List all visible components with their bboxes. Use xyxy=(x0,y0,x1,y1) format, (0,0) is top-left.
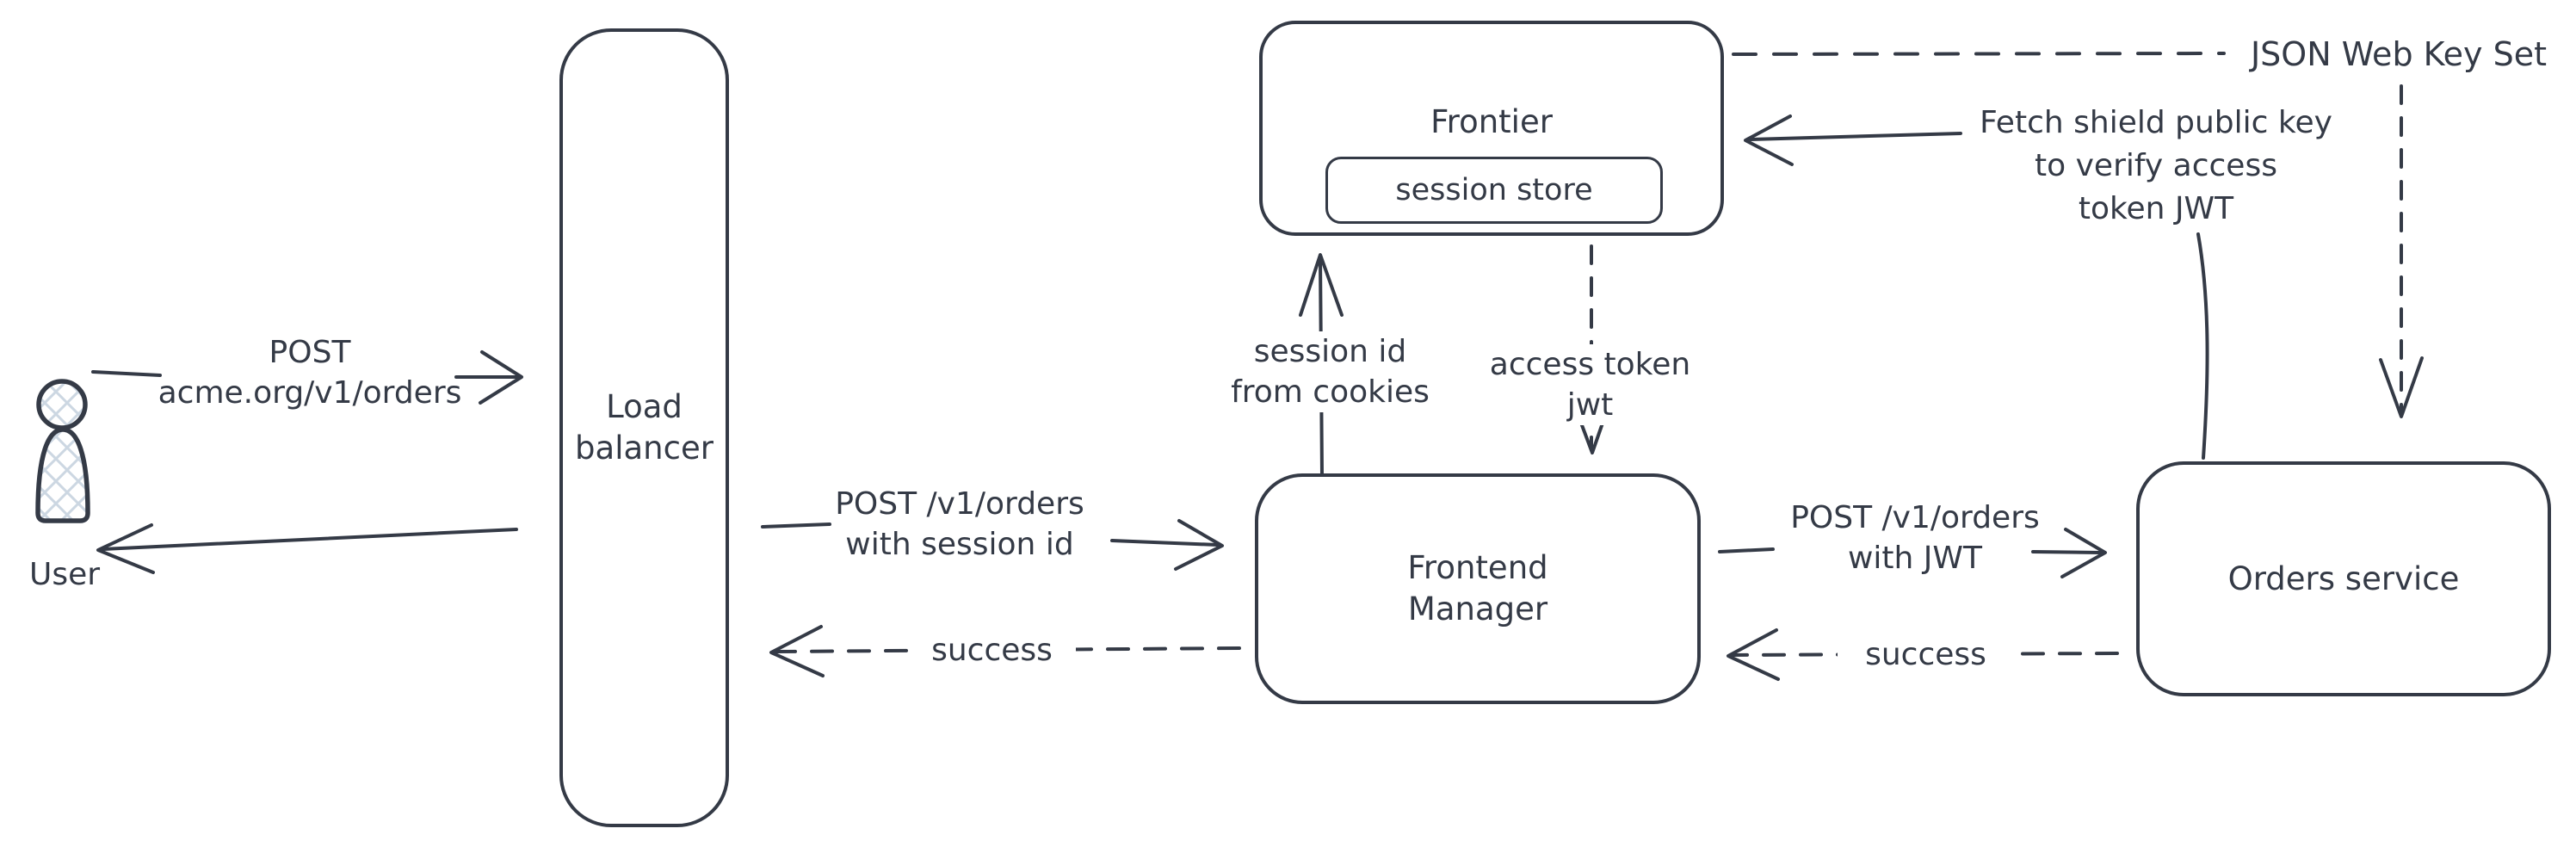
edge-label-fetch-shield-key: Fetch shield public key to verify access… xyxy=(1980,105,2332,226)
edge-label-post-orders-jwt: POST /v1/orders with JWT xyxy=(1790,500,2040,576)
arrow-orders-to-frontier xyxy=(1744,114,2209,460)
frontier-label: Frontier xyxy=(1430,103,1553,140)
node-orders-service: Orders service xyxy=(2136,461,2551,696)
frontend-manager-label: Frontend Manager xyxy=(1407,549,1548,628)
orders-service-label: Orders service xyxy=(2227,560,2460,597)
node-session-store: session store xyxy=(1325,157,1663,224)
line-frontier-to-jwks xyxy=(1732,52,2226,56)
arrow-lb-to-user xyxy=(96,523,518,574)
node-frontier: Frontier session store xyxy=(1259,21,1724,236)
edge-label-post-orders-session: POST /v1/orders with session id xyxy=(835,486,1084,562)
session-store-label: session store xyxy=(1395,173,1593,207)
edge-label-session-id-cookies: session id from cookies xyxy=(1203,331,1457,412)
edge-label-access-token-jwt: access token jwt xyxy=(1459,344,1721,425)
load-balancer-label: Load balancer xyxy=(575,388,713,467)
edge-label-success-lb: success xyxy=(908,630,1076,671)
arrow-jwks-to-orders xyxy=(2379,84,2424,418)
user-person-icon xyxy=(35,379,90,523)
arrow-lb-to-fm xyxy=(761,519,1224,571)
node-frontend-manager: Frontend Manager xyxy=(1255,473,1701,704)
jwks-label: JSON Web Key Set xyxy=(2250,35,2548,73)
user-label: User xyxy=(28,557,101,592)
arrow-fm-to-orders xyxy=(1718,528,2107,578)
arrow-user-to-lb xyxy=(91,350,523,405)
edge-label-success-orders: success xyxy=(1838,634,2014,675)
edge-label-post-acme: POST acme.org/v1/orders xyxy=(158,335,462,411)
node-load-balancer: Load balancer xyxy=(559,28,729,827)
